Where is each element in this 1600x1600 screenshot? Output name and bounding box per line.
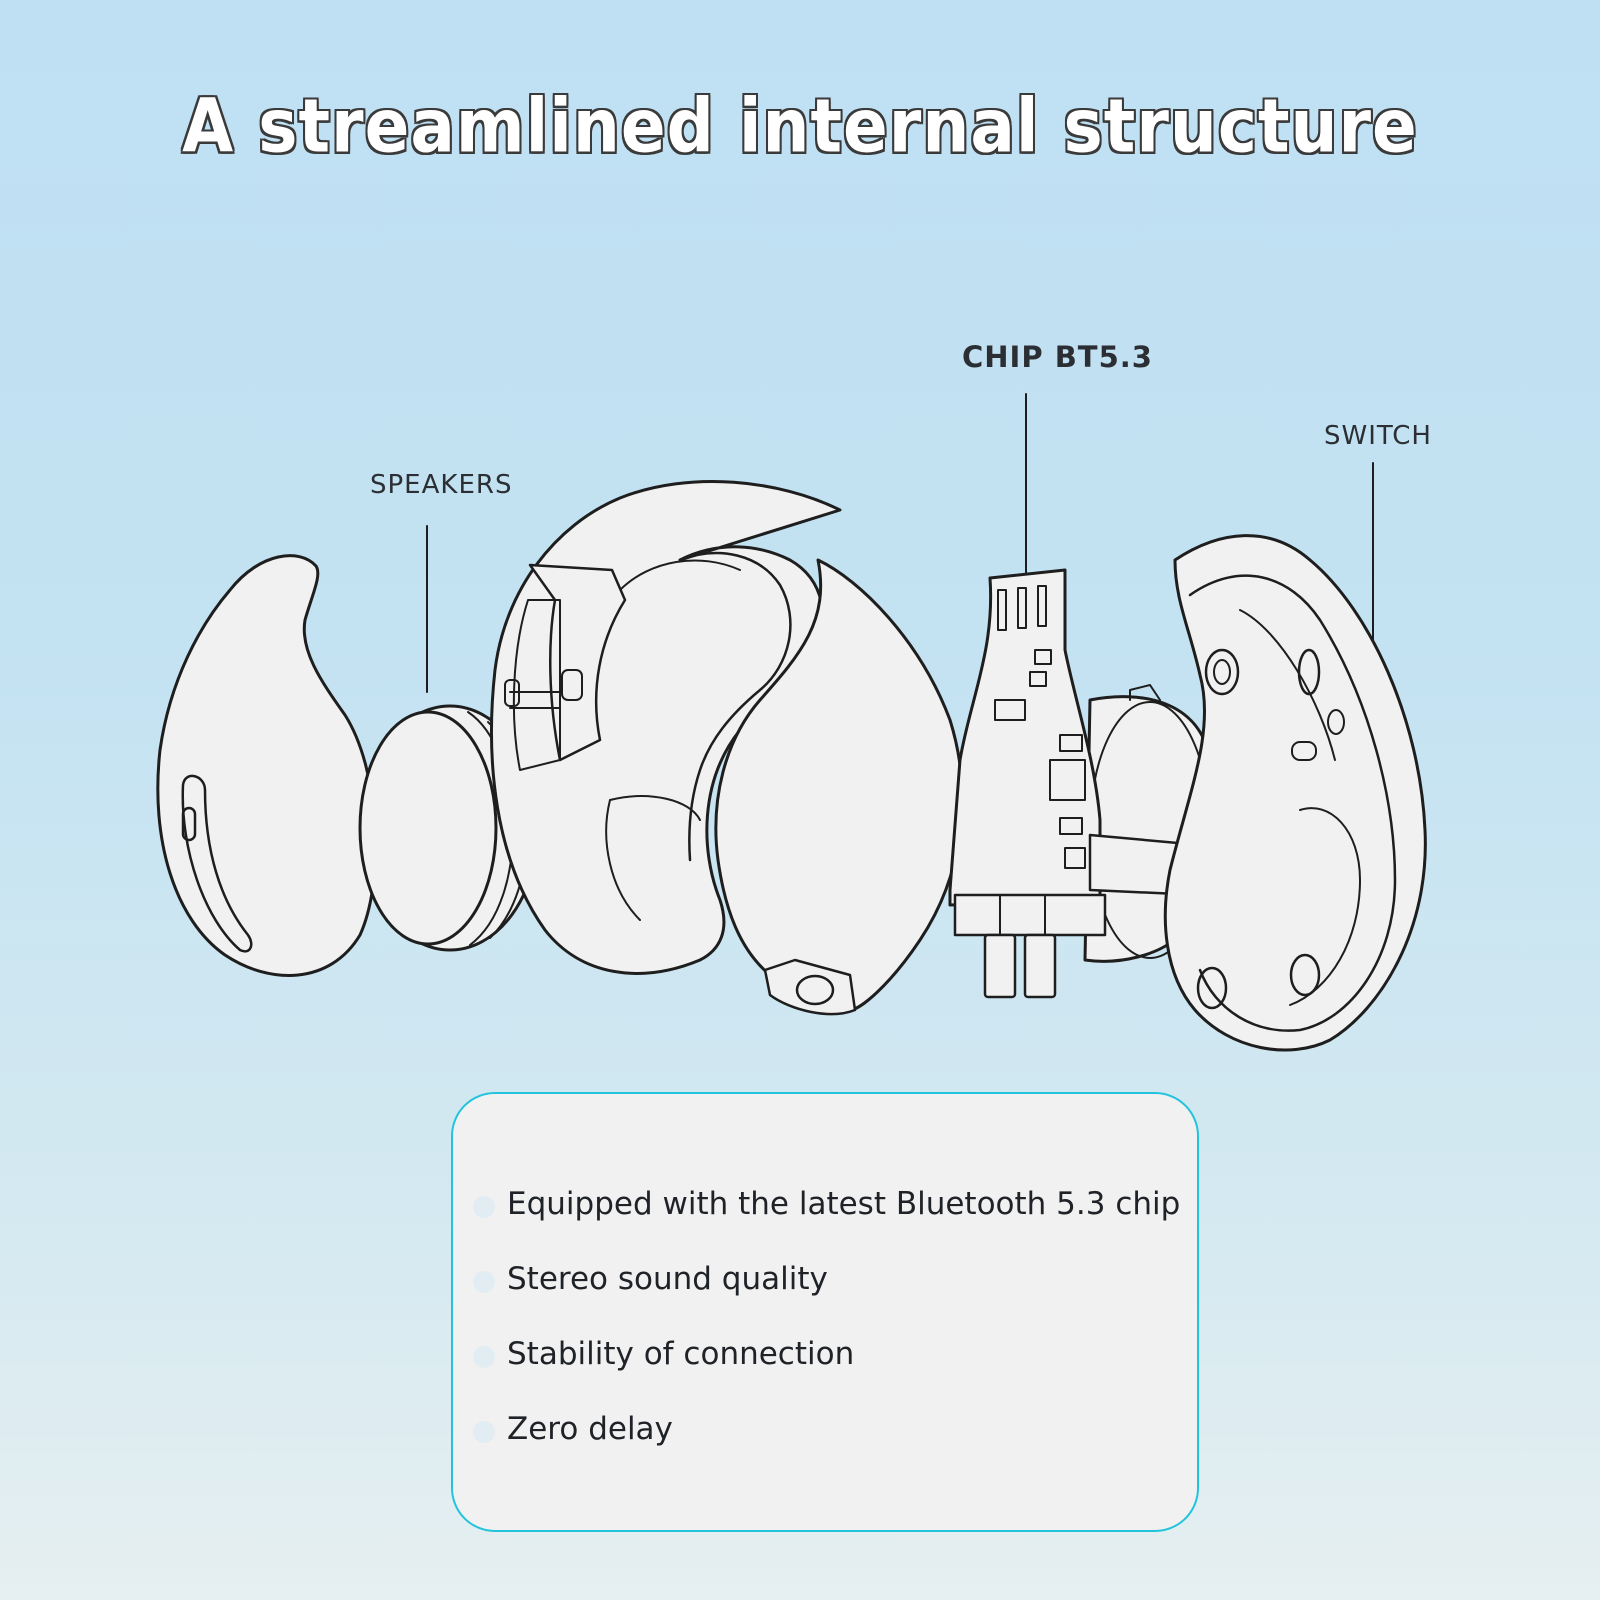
feature-list: Equipped with the latest Bluetooth 5.3 c… — [473, 1186, 1180, 1486]
bullet-dot-icon — [473, 1346, 495, 1368]
feature-item: Stereo sound quality — [473, 1261, 1180, 1336]
feature-item: Stability of connection — [473, 1336, 1180, 1411]
exploded-earbud-diagram — [156, 393, 1427, 1052]
chip-callout-label: CHIP BT5.3 — [962, 340, 1153, 374]
bullet-dot-icon — [473, 1271, 495, 1293]
feature-text: Stability of connection — [507, 1336, 855, 1372]
ear-tip-part — [156, 554, 378, 977]
feature-item: Equipped with the latest Bluetooth 5.3 c… — [473, 1186, 1180, 1261]
speakers-callout-label: SPEAKERS — [370, 470, 513, 500]
feature-text: Equipped with the latest Bluetooth 5.3 c… — [507, 1186, 1181, 1222]
feature-text: Zero delay — [507, 1411, 673, 1447]
chip-board-part — [948, 568, 1216, 999]
bullet-dot-icon — [473, 1421, 495, 1443]
switch-cover-part — [1163, 534, 1427, 1052]
main-housing-part — [490, 480, 964, 1016]
bullet-dot-icon — [473, 1196, 495, 1218]
switch-callout-label: SWITCH — [1324, 421, 1432, 451]
feature-card: Equipped with the latest Bluetooth 5.3 c… — [451, 1092, 1199, 1532]
feature-text: Stereo sound quality — [507, 1261, 828, 1297]
page-title: A streamlined internal structure — [182, 83, 1418, 170]
feature-item: Zero delay — [473, 1411, 1180, 1486]
